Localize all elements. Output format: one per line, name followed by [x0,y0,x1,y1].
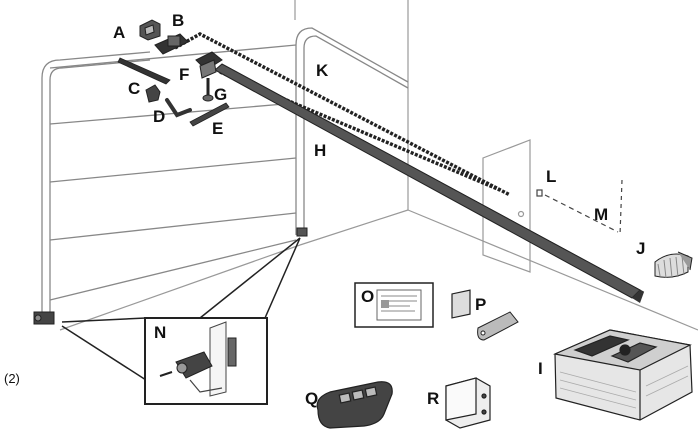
part-q-remote [316,381,393,429]
label-b: B [172,11,185,30]
part-e-bar [189,102,230,127]
part-i-motor-unit [552,329,693,421]
part-b-bracket [154,33,189,55]
label-p: P [475,295,487,314]
label-g: G [214,85,228,104]
part-r-wall-control [445,289,491,429]
sensor-line [536,179,623,236]
label-h: H [314,141,327,160]
rail-h [214,63,645,303]
part-o-manual [354,282,434,328]
part-f-trolley [195,51,223,79]
label-q: Q [305,389,319,408]
part-p-tag [477,311,519,341]
part-g-arm [202,78,214,102]
chain-k [174,32,511,197]
label-n: N [154,323,167,342]
label-m: M [594,205,609,224]
label-l: L [546,167,557,186]
figure-number: (2) [4,371,20,386]
inset-n-box [144,317,268,405]
door-bracket-marks [33,227,308,325]
part-c [145,84,161,103]
label-r: R [427,389,440,408]
label-k: K [316,61,329,80]
label-j: J [636,239,646,258]
label-i: I [538,359,543,378]
label-o: O [361,287,375,306]
label-c: C [128,79,141,98]
label-f: F [179,65,190,84]
label-a: A [113,23,126,42]
label-e: E [212,119,224,138]
callout-lines [61,237,301,381]
part-d-pin [165,98,192,118]
garage-door [41,27,409,320]
part-a-bracket [139,19,161,41]
part-j-lens [654,251,693,279]
service-door [482,139,531,273]
part-header-bar [117,57,171,85]
label-d: D [153,107,166,126]
